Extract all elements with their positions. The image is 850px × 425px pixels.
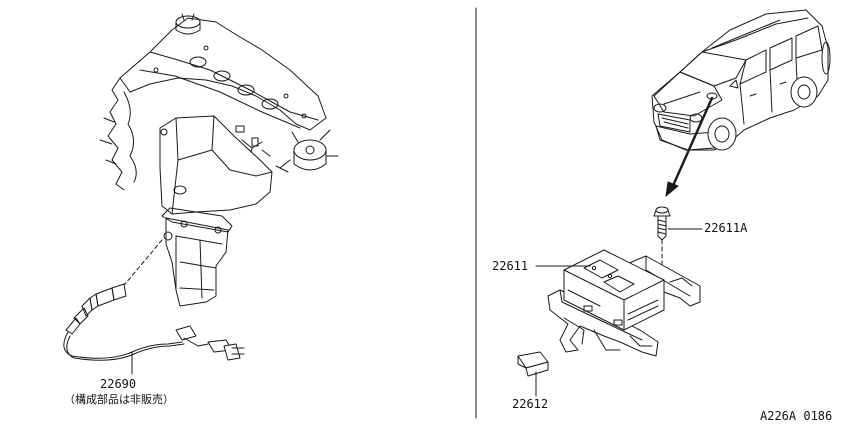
- engine-illustration: [99, 13, 339, 307]
- rear-wheel: [790, 76, 818, 108]
- part-note-not-sold: （構成部品は非販売）: [64, 393, 174, 406]
- front-wheel: [707, 117, 737, 151]
- grille: [657, 113, 691, 133]
- part-number-bolt: 22611A: [704, 221, 748, 235]
- ecu-assembly: [547, 249, 701, 357]
- side-window-rear: [795, 25, 823, 59]
- location-arrowhead: [665, 181, 679, 197]
- location-arrow: [670, 96, 714, 190]
- cover-ridge: [139, 69, 301, 129]
- sensor-leader-dash: [119, 239, 163, 291]
- side-window-front: [739, 49, 767, 85]
- bolt-22611A: [653, 206, 671, 241]
- sensor-connector: [207, 339, 245, 361]
- side-window-mid: [769, 37, 793, 71]
- converter-flange: [161, 207, 233, 233]
- part-number-ecu: 22611: [492, 259, 529, 273]
- hood: [653, 71, 723, 117]
- vehicle-illustration: [651, 9, 831, 151]
- exhaust-manifold: [159, 115, 273, 215]
- spark-plug-holes: [189, 56, 279, 110]
- sensor-wire: [63, 331, 183, 359]
- ecu-box: [563, 249, 665, 331]
- distributor: [279, 129, 339, 171]
- cover-top-edge: [149, 51, 319, 121]
- headlight: [653, 103, 667, 113]
- oil-cap: [175, 13, 201, 35]
- cover-bolts: [153, 45, 307, 119]
- catalytic-converter: [165, 217, 229, 307]
- part-number-clip: 22612: [512, 397, 549, 411]
- figure-code: A226A 0186: [760, 409, 833, 423]
- engine-block: [107, 77, 125, 191]
- part-number-sensor: 22690: [100, 377, 137, 391]
- clip-22612: [517, 351, 549, 377]
- oxygen-sensor: [63, 283, 245, 361]
